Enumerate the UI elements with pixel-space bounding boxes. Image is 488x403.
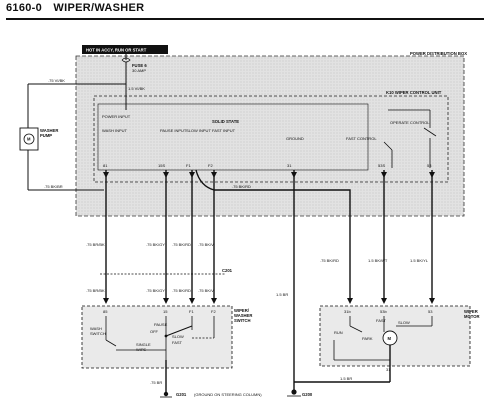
switch-label-1: WIPER/ — [234, 308, 250, 313]
switch-arm — [165, 325, 193, 337]
pump-wire-label: .75 BK/BR — [44, 184, 63, 189]
bottom-wire-label-1: .75 BR/BK — [86, 288, 105, 293]
ground-g200-label: G200 — [302, 392, 313, 397]
power-input-label: POWER INPUT — [102, 114, 131, 119]
bk-rd-mid-label: .75 BK/RD — [232, 184, 251, 189]
switch-ground-wire-label: .75 BR — [150, 380, 162, 385]
solid-state-box — [97, 103, 369, 171]
single-wipe-label-1: SINGLE — [136, 342, 151, 347]
unit-pins: 81 15S F1 F2 31 53S 53 — [103, 163, 432, 168]
section-code: 6160-0 — [6, 2, 43, 14]
motor-label-1: WIPER — [464, 309, 478, 314]
svg-text:31b: 31b — [344, 309, 351, 314]
wire-label-3: .75 BK/RD — [172, 242, 191, 247]
header-rule — [6, 18, 484, 20]
motor-slow-label: SLOW — [398, 320, 410, 325]
fuse-rating: 30 AMP — [132, 68, 146, 73]
off-label: OFF — [150, 329, 159, 334]
motor-run-label: RUN — [334, 330, 343, 335]
fast-label: FAST — [172, 340, 183, 345]
wire-label-8: 1.5 BR — [276, 292, 288, 297]
svg-text:M: M — [27, 137, 31, 142]
wash-switch-label-2: SWITCH — [90, 331, 106, 336]
svg-text:F1: F1 — [189, 309, 194, 314]
ground-g201-symbol — [160, 391, 172, 398]
feed-wire-label: .75 VI/BK — [48, 78, 65, 83]
svg-text:81: 81 — [103, 163, 108, 168]
fast-control-label: FAST CONTROL — [346, 136, 377, 141]
pump-label-1: WASHER — [40, 128, 58, 133]
pause-input-label: PAUSE INPUT — [160, 128, 187, 133]
wiper-control-unit — [93, 95, 449, 183]
svg-text:53: 53 — [427, 163, 432, 168]
svg-text:F2: F2 — [208, 163, 213, 168]
svg-text:53S: 53S — [378, 163, 385, 168]
bottom-wire-label-3: .75 BK/RD — [172, 288, 191, 293]
wire-label-6: 1.5 BK/WT — [368, 258, 388, 263]
svg-text:15S: 15S — [158, 163, 165, 168]
power-distribution-box — [75, 55, 465, 217]
wire-label-2: .75 BK/GY — [146, 242, 165, 247]
slow-label: SLOW — [172, 334, 184, 339]
svg-text:53: 53 — [428, 309, 433, 314]
motor-fast-label: FAST — [376, 318, 387, 323]
pause-label: PAUSE — [154, 322, 168, 327]
svg-text:53b: 53b — [380, 309, 387, 314]
wash-switch-label-1: WASH — [90, 326, 102, 331]
svg-text:M: M — [388, 336, 392, 341]
wire-label-4: .75 BK/VI — [198, 242, 215, 247]
hot-banner — [82, 45, 168, 54]
motor-ground-wire-label: 1.5 BR — [340, 376, 352, 381]
single-wipe-label-2: WIPE — [136, 347, 147, 352]
feed-inner-label: 1.5 VI/BK — [128, 86, 145, 91]
page-header: 6160-0 WIPER/WASHER — [6, 2, 144, 14]
wire-label-7: 1.5 BK/YL — [410, 258, 429, 263]
pump-motor-icon — [23, 133, 35, 145]
wiper-washer-switch — [81, 305, 233, 369]
wash-switch-contact — [105, 339, 117, 347]
bottom-wire-label-4: .75 BK/VI — [198, 288, 215, 293]
hot-banner-text: HOT IN ACCY, RUN OR START — [86, 48, 147, 53]
solid-state-label: SOLID STATE — [212, 119, 239, 124]
ground-g200-symbol — [287, 382, 301, 397]
pump-label-2: PUMP — [40, 133, 52, 138]
fuse-name: FUSE 6 — [132, 63, 147, 68]
wire-label-1: .75 BR/BK — [86, 242, 105, 247]
svg-text:F1: F1 — [186, 163, 191, 168]
fuse-symbol — [121, 57, 131, 63]
wash-input-label: WASH INPUT — [102, 128, 128, 133]
motor-park-label: PARK — [362, 336, 373, 341]
fast-input-label: FAST INPUT — [212, 128, 236, 133]
svg-text:31: 31 — [386, 367, 391, 372]
operate-control-label: OPERATE CONTROL — [390, 120, 430, 125]
svg-text:F2: F2 — [211, 309, 216, 314]
wire-label-5: .75 BK/RD — [320, 258, 339, 263]
connector-arrows — [103, 298, 435, 304]
ground-g201-desc: (GROUND ON STEERING COLUMN) — [194, 392, 262, 397]
svg-text:31: 31 — [287, 163, 292, 168]
slow-input-label: SLOW INPUT — [186, 128, 211, 133]
switch-pins: 85 15 F1 F2 — [103, 309, 216, 314]
washer-pump-box — [19, 127, 39, 151]
ground-g201-label: G201 — [176, 392, 187, 397]
distribution-box-label: POWER DISTRIBUTION BOX — [410, 51, 467, 56]
park-contact — [349, 325, 363, 333]
section-title: WIPER/WASHER — [53, 2, 145, 14]
harness-wires — [105, 169, 433, 382]
pin-arrows — [103, 172, 435, 178]
bottom-wire-label-2: .75 BK/GY — [146, 288, 165, 293]
ground-label: GROUND — [286, 136, 304, 141]
svg-text:15: 15 — [163, 309, 168, 314]
switch-label-2: WASHER — [234, 313, 252, 318]
svg-text:85: 85 — [103, 309, 108, 314]
connector-c201-label: C201 — [222, 268, 233, 273]
switch-label-3: SWITCH — [234, 318, 251, 323]
relay-contact-1 — [423, 127, 437, 137]
relay-contact-2 — [383, 141, 393, 151]
motor-label-2: MOTOR — [464, 314, 480, 319]
control-unit-label: K10 WIPER CONTROL UNIT — [386, 90, 442, 95]
motor-pins: 31b 53b 53 31 — [344, 309, 433, 372]
